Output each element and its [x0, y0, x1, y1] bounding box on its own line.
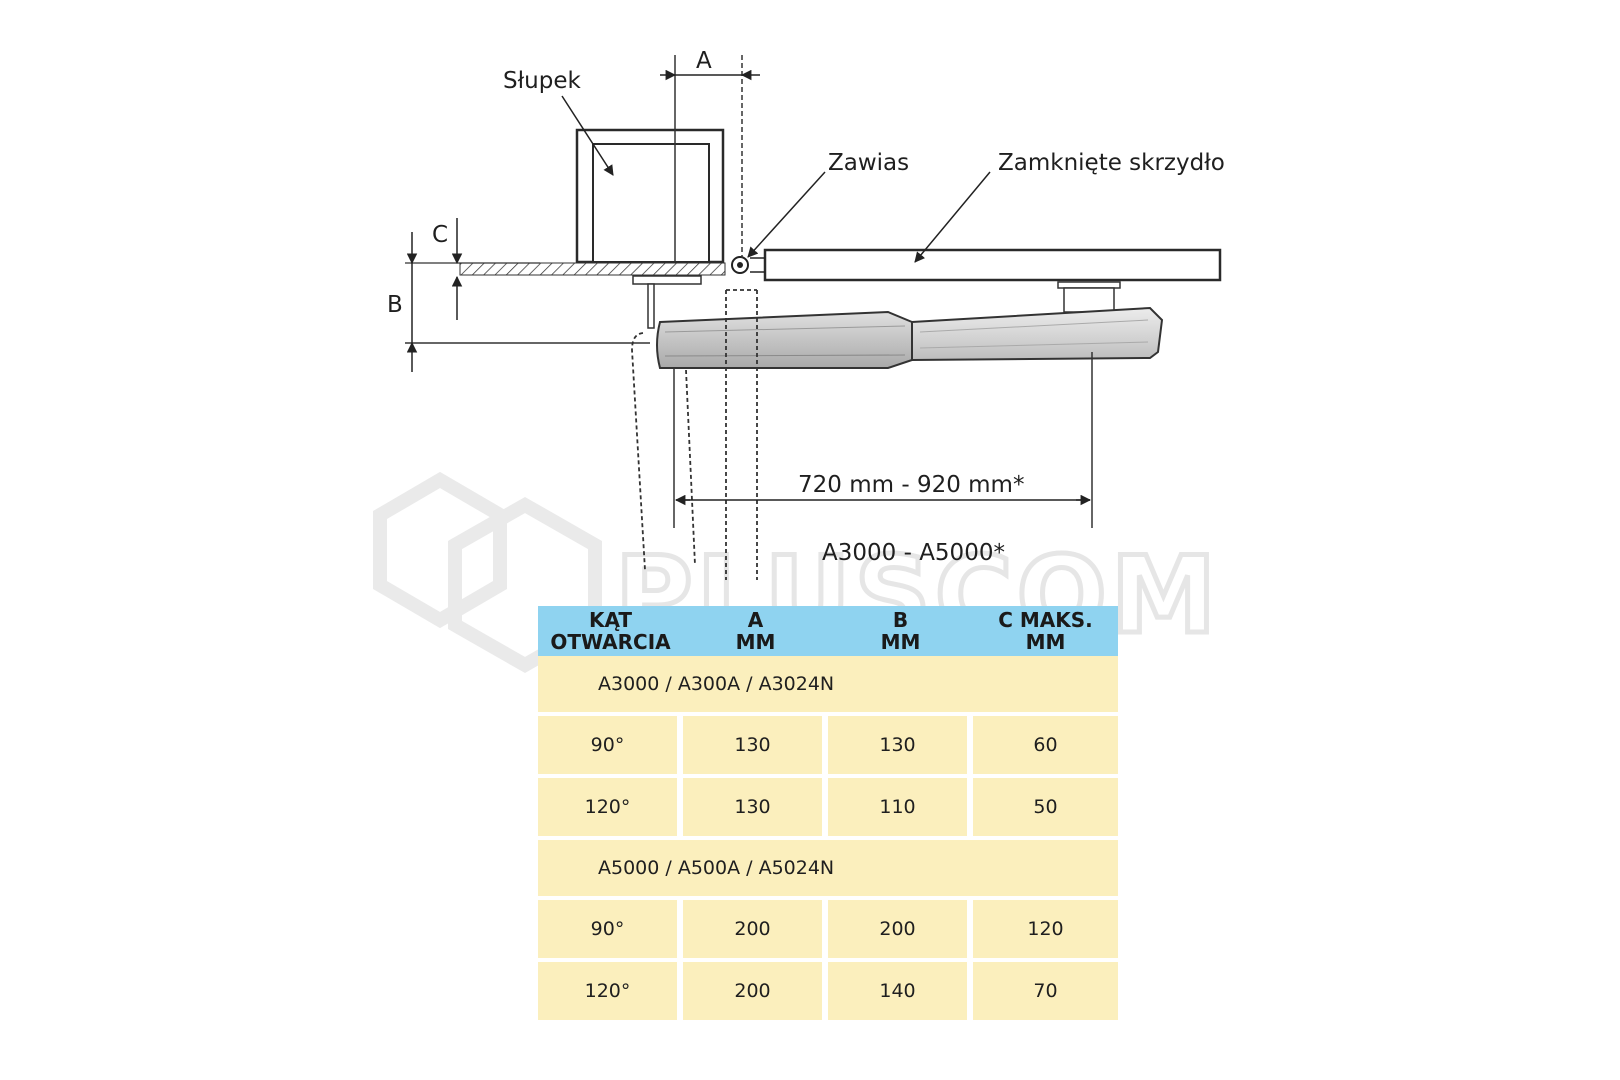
stroke-dimension	[673, 352, 1093, 528]
gate-leaf-leader	[914, 171, 991, 263]
table-cell: 200	[683, 900, 828, 962]
spec-table: KątotwarciaAmmBmmC maks.mmA3000 / A300A …	[538, 606, 1118, 1024]
dimension-a-label: A	[696, 48, 712, 74]
table-cell: 130	[828, 716, 973, 778]
column-header-line1: Kąt	[588, 608, 633, 632]
table-cell: 130	[683, 716, 828, 778]
dimension-c-label: C	[432, 222, 448, 248]
table-cell: 110	[828, 778, 973, 840]
dimension-a	[660, 55, 760, 262]
column-header-line2: otwarcia	[550, 630, 671, 654]
table-cell: 130	[683, 778, 828, 840]
group-title: A3000 / A300A / A3024N	[538, 656, 1118, 716]
post-shape	[575, 128, 725, 264]
table-group-row: A5000 / A500A / A5024N	[538, 840, 1118, 900]
table-cell: 200	[828, 900, 973, 962]
table-cell: 90°	[538, 716, 683, 778]
column-header-line1: C maks.	[998, 608, 1093, 632]
dimension-b	[405, 232, 650, 372]
dimension-b-label: B	[387, 292, 403, 318]
stroke-label: 720 mm - 920 mm*	[798, 472, 1024, 498]
column-header-line2: mm	[880, 630, 921, 654]
post-leader	[561, 95, 614, 176]
column-header-line2: mm	[1025, 630, 1066, 654]
column-header: C maks.mm	[973, 606, 1118, 656]
table-cell: 70	[973, 962, 1118, 1024]
hinge-leader	[747, 171, 826, 258]
table-cell: 120°	[538, 778, 683, 840]
column-header-line2: mm	[735, 630, 776, 654]
table-cell: 90°	[538, 900, 683, 962]
gate-leaf-label: Zamknięte skrzydło	[998, 150, 1225, 176]
column-header-line1: A	[747, 608, 764, 632]
hinge-label: Zawias	[828, 150, 909, 176]
group-title: A5000 / A500A / A5024N	[538, 840, 1118, 900]
table-header-row: KątotwarciaAmmBmmC maks.mm	[538, 606, 1118, 656]
column-header-line1: B	[892, 608, 909, 632]
post-label: Słupek	[503, 68, 581, 94]
actuator-body	[656, 306, 1164, 369]
table-cell: 60	[973, 716, 1118, 778]
column-header: Kątotwarcia	[538, 606, 683, 656]
projection-lines	[631, 289, 758, 580]
table-group-row: A3000 / A300A / A3024N	[538, 656, 1118, 716]
column-header: Amm	[683, 606, 828, 656]
hinge-icon	[731, 256, 749, 274]
models-label: A3000 - A5000*	[822, 540, 1005, 566]
gate-leaf	[750, 248, 1222, 282]
column-header: Bmm	[828, 606, 973, 656]
table-cell: 120°	[538, 962, 683, 1024]
table-cell: 50	[973, 778, 1118, 840]
table-cell: 200	[683, 962, 828, 1024]
table-cell: 120	[973, 900, 1118, 962]
table-cell: 140	[828, 962, 973, 1024]
wall-hatch	[459, 262, 726, 276]
